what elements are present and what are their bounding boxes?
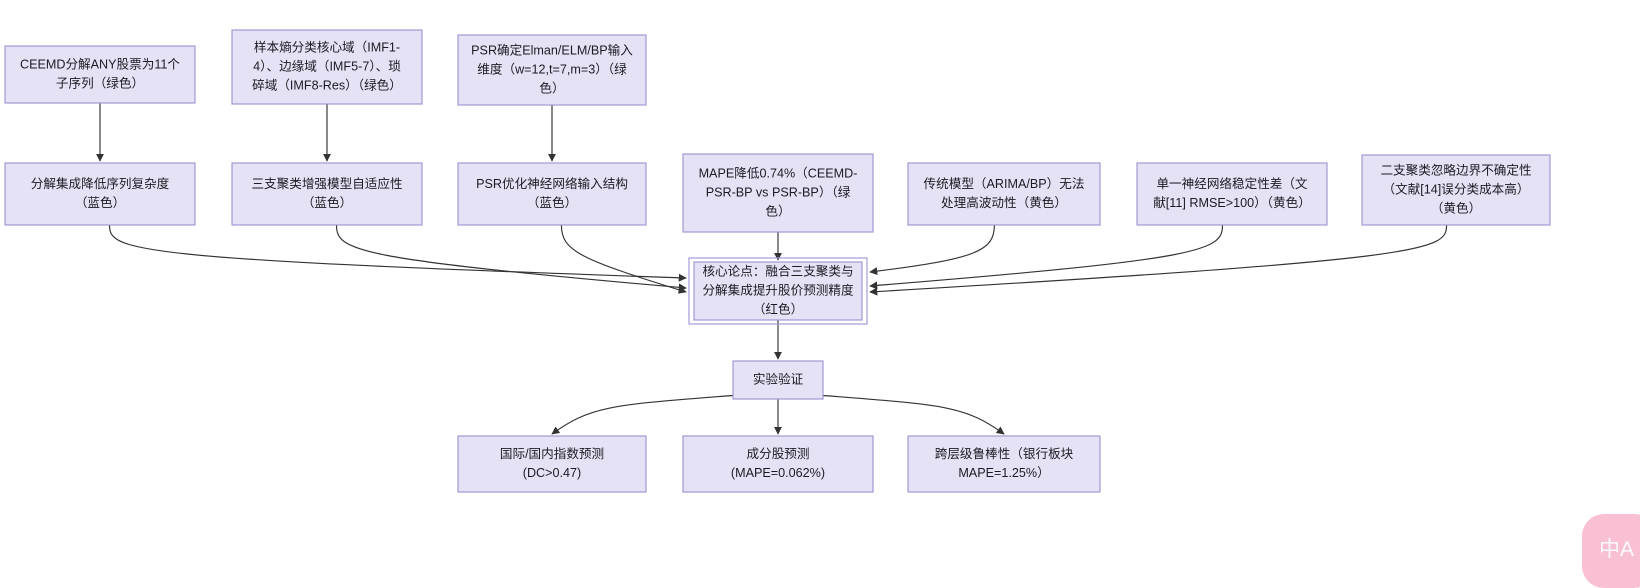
node-label-line: 传统模型（ARIMA/BP）无法	[924, 177, 1085, 191]
node-label-line: 三支聚类增强模型自适应性	[251, 176, 402, 191]
flow-node-r2[interactable]: 成分股预测 (MAPE=0.062%)	[682, 435, 874, 493]
edge-n10-to-core	[869, 224, 1448, 296]
node-label-line: 单一神经网络稳定性差（文	[1156, 176, 1308, 191]
node-label-line: PSR-BP vs PSR-BP）（绿	[706, 185, 851, 199]
node-box	[682, 435, 874, 493]
core-node-outer-border	[688, 257, 868, 325]
node-box	[907, 435, 1101, 493]
node-label-line: （文献[14]误分类成本高）	[1383, 181, 1530, 196]
edge-n6-to-core	[560, 224, 687, 294]
node-label-line: 实验验证	[753, 371, 804, 386]
node-box	[1361, 154, 1551, 226]
node-label-line: 献[11] RMSE>100）（黄色）	[1153, 195, 1311, 210]
node-box	[231, 29, 423, 105]
node-box	[4, 45, 196, 104]
node-label-line: 国际/国内指数预测	[500, 447, 604, 461]
node-box	[457, 34, 647, 106]
node-label-line: 核心论点：融合三支聚类与	[702, 264, 853, 278]
node-label-line: 跨层级鲁棒性（银行板块	[935, 447, 1074, 461]
node-box	[732, 360, 824, 400]
flow-node-r1[interactable]: 国际/国内指数预测 (DC>0.47)	[457, 435, 647, 493]
node-label-line: 维度（w=12,t=7,m=3）（绿	[477, 61, 627, 76]
edge-exp-to-r3	[816, 394, 1005, 435]
node-label-line: （黄色）	[1431, 200, 1481, 215]
node-label-line: （蓝色）	[75, 195, 125, 210]
flow-node-exp[interactable]: 实验验证	[732, 360, 824, 400]
node-label-line: 成分股预测	[747, 447, 810, 461]
flowchart-canvas: CEEMD分解ANY股票为11个子序列（绿色） 样本熵分类核心域（IMF1- 4）、…	[4, 29, 1640, 588]
node-label-line: CEEMD分解ANY股票为11个	[20, 57, 180, 71]
watermark-label: 中A	[1598, 538, 1634, 561]
flow-node-n9[interactable]: 单一神经网络稳定性差（文献[11] RMSE>100）（黄色）	[1136, 162, 1328, 226]
node-label-line: 色）	[539, 80, 564, 95]
node-label-line: MAPE=1.25%）	[958, 466, 1049, 480]
node-box	[4, 162, 196, 226]
edge-n5-to-core	[335, 224, 687, 292]
node-label-line: 子序列（绿色）	[56, 75, 144, 90]
edge-layer	[95, 103, 1448, 435]
node-label-line: （蓝色）	[527, 195, 577, 210]
node-label-line: PSR确定Elman/ELM/BP输入	[471, 42, 633, 57]
node-label-line: （红色）	[753, 301, 803, 316]
edge-n9-to-core	[869, 224, 1224, 290]
flow-node-n7[interactable]: MAPE降低0.74%（CEEMD- PSR-BP vs PSR-BP）（绿色）	[682, 153, 874, 233]
node-label-line: 样本熵分类核心域（IMF1-	[254, 39, 400, 54]
node-label-line: 分解集成提升股价预测精度	[702, 282, 854, 297]
node-label-line: 处理高波动性（黄色）	[941, 195, 1067, 210]
node-label-line: 二支聚类忽略边界不确定性	[1380, 162, 1531, 177]
flow-node-n5[interactable]: 三支聚类增强模型自适应性 （蓝色）	[231, 162, 423, 226]
node-label-line: 色）	[765, 203, 790, 218]
node-box	[693, 261, 863, 321]
node-label-line: (DC>0.47)	[523, 466, 581, 480]
edge-exp-to-r1	[551, 394, 740, 435]
edge-n4-to-core	[108, 224, 687, 282]
flow-node-n10[interactable]: 二支聚类忽略边界不确定性 （文献[14]误分类成本高） （黄色）	[1361, 154, 1551, 226]
flow-node-n4[interactable]: 分解集成降低序列复杂度 （蓝色）	[4, 162, 196, 226]
node-label-line: (MAPE=0.062%)	[731, 466, 825, 480]
node-box	[231, 162, 423, 226]
node-label-line: PSR优化神经网络输入结构	[476, 176, 628, 191]
flow-node-n6[interactable]: PSR优化神经网络输入结构 （蓝色）	[457, 162, 647, 226]
node-box	[457, 162, 647, 226]
node-label-line: （蓝色）	[302, 195, 352, 210]
edge-n8-to-core	[869, 224, 995, 276]
node-box	[682, 153, 874, 233]
node-box	[907, 162, 1101, 226]
flow-node-n2[interactable]: 样本熵分类核心域（IMF1- 4）、边缘域（IMF5-7）、琐碎域（IMF8-Re…	[231, 29, 423, 105]
node-label-line: MAPE降低0.74%（CEEMD-	[699, 166, 858, 180]
node-label-line: 碎域（IMF8-Res）（绿色）	[252, 77, 402, 92]
node-label-line: 分解集成降低序列复杂度	[31, 176, 170, 191]
node-box	[1136, 162, 1328, 226]
node-box	[457, 435, 647, 493]
node-label-line: 4）、边缘域（IMF5-7）、琐	[253, 58, 401, 73]
flow-node-r3[interactable]: 跨层级鲁棒性（银行板块 MAPE=1.25%）	[907, 435, 1101, 493]
